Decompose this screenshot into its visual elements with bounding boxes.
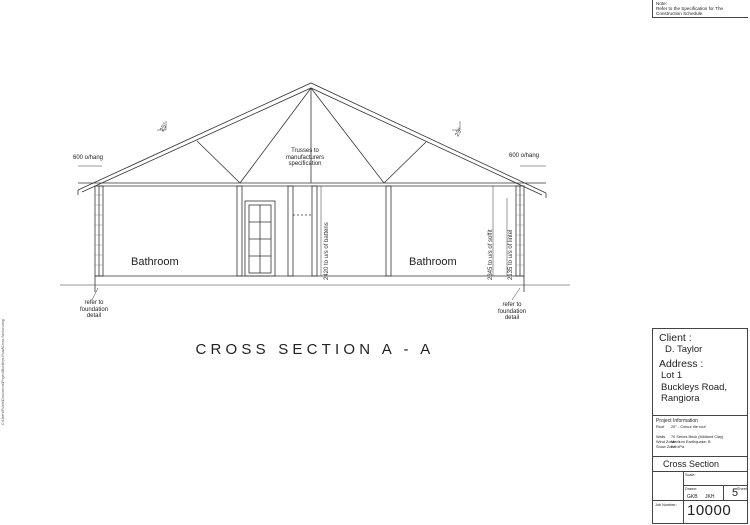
checked-value: JKH	[705, 494, 715, 500]
sheet-number: 5	[732, 487, 739, 499]
project-info: Project Information Roof 25° - Colour ti…	[653, 417, 747, 457]
note-line: Construction Schedule.	[656, 11, 704, 17]
job-row: Job Number: 10000	[653, 501, 747, 523]
drawn-label: Drawn:	[685, 487, 698, 491]
client-name: D. Taylor	[665, 344, 703, 355]
section-title: CROSS SECTION A - A	[195, 341, 435, 358]
project-info-row: Wind Zone: Medium Earthquake: B	[656, 439, 711, 444]
overhang-right-label: 600 o/hang	[508, 153, 540, 159]
truss-web	[239, 87, 312, 184]
address-line: Rangiora	[661, 393, 700, 404]
pitch-left-text: 25°	[159, 122, 169, 133]
dim-soffit-text: 2345 to u/s of soffit	[488, 229, 494, 280]
scale-label: Scale:	[685, 473, 696, 477]
room-label-left: Bathroom	[131, 256, 179, 268]
client-block: Client : D. Taylor Address : Lot 1 Buckl…	[653, 329, 747, 416]
title-block: Client : D. Taylor Address : Lot 1 Buckl…	[652, 328, 748, 524]
roof-inner-line	[81, 87, 543, 196]
note-heading: Note:	[656, 1, 667, 6]
sheet-label: Sheet:	[737, 487, 748, 491]
truss-web	[310, 87, 385, 184]
file-path-text: C:\Users\Public\Documents\Project\Buckle…	[1, 319, 5, 425]
meta-grid: Scale: Drawn: GKB JKH Sheet: 5	[653, 472, 748, 501]
note-line: Refer to the Specification for The	[656, 6, 724, 12]
job-label: Job Number:	[655, 503, 677, 507]
foundation-note-left: refer to foundation detail	[79, 300, 109, 319]
partition	[385, 185, 392, 277]
note-box: Note: Refer to the Specification for The…	[652, 0, 748, 18]
project-info-row: Roof 25° - Colour tile roof	[656, 424, 706, 429]
trusses-note: Trusses to manufacturers specification	[285, 148, 325, 167]
dim-lintel-text: 2135 to u/s of lintel	[508, 230, 514, 280]
partition	[287, 185, 294, 277]
address-line: Lot 1	[661, 370, 683, 381]
job-number: 10000	[687, 502, 732, 519]
project-info-row: Walls 70 Series Brick (Midland Clay)	[656, 434, 724, 439]
pitch-right-text: 25°	[454, 127, 464, 138]
sheet-title: Cross Section	[653, 458, 747, 472]
roof-outline	[77, 82, 547, 194]
project-info-heading: Project Information	[656, 418, 698, 424]
overhang-left-label: 600 o/hang	[72, 155, 104, 161]
partition	[311, 185, 318, 277]
address-label: Address :	[659, 358, 704, 370]
truss-web	[196, 140, 241, 184]
client-label: Client :	[659, 332, 692, 344]
project-info-row: Snow Zone: 0.9 kPa	[656, 444, 685, 449]
dim-battens-text: 2420 to u/s of battens	[324, 222, 330, 280]
address-line: Buckleys Road,	[661, 381, 728, 393]
foundation-note-right: refer to foundation detail	[497, 302, 527, 321]
truss-web	[383, 141, 427, 184]
partition	[236, 185, 243, 277]
room-label-right: Bathroom	[409, 256, 457, 268]
drawn-value: GKB	[687, 494, 698, 500]
